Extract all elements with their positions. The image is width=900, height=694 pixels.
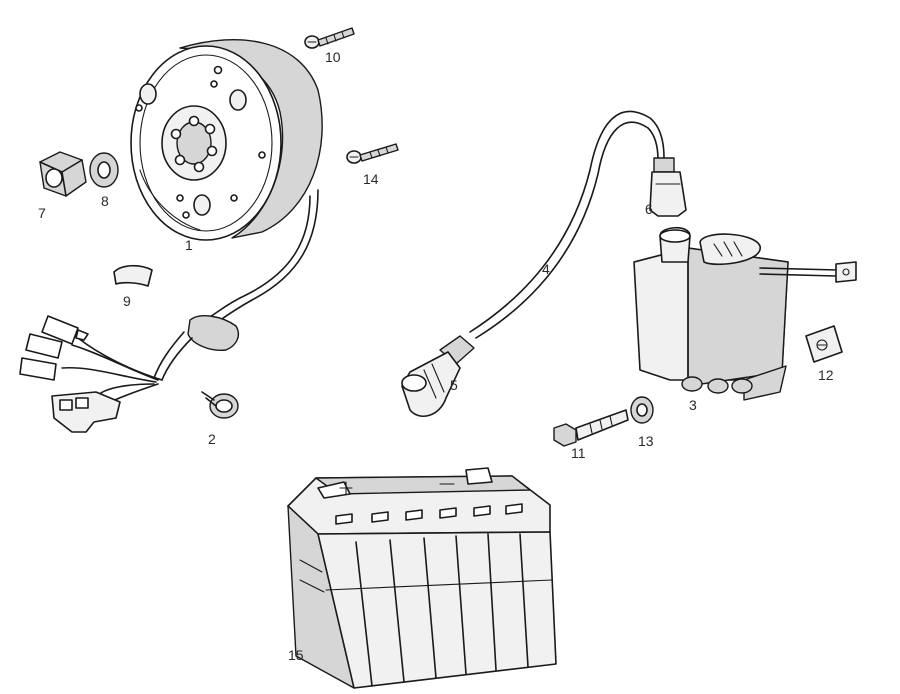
callout-6: 6 [645, 201, 653, 217]
screw-top [304, 27, 355, 49]
callout-9: 9 [123, 293, 131, 309]
callout-15: 15 [288, 647, 304, 663]
nut [39, 151, 87, 197]
clamp [201, 391, 239, 419]
clip [805, 325, 843, 363]
hv-cable [469, 110, 665, 339]
flywheel [130, 39, 323, 241]
callout-11: 11 [571, 445, 586, 461]
battery [287, 467, 557, 689]
callout-8: 8 [101, 193, 109, 209]
key [113, 264, 153, 287]
washer-small [630, 396, 654, 424]
washer [89, 152, 119, 188]
spark-plug-cap [401, 335, 475, 418]
callout-10: 10 [325, 49, 341, 65]
wiring-harness [19, 189, 319, 433]
cable-boot [649, 157, 687, 217]
callout-3: 3 [689, 397, 697, 413]
callout-14: 14 [363, 171, 379, 187]
callout-1: 1 [185, 237, 193, 253]
callout-4: 4 [542, 261, 550, 277]
callouts: 1 2 3 4 5 6 7 8 9 10 11 12 13 14 15 [38, 49, 834, 663]
bolt [553, 409, 629, 447]
screw-mid [346, 143, 399, 164]
callout-7: 7 [38, 205, 46, 221]
callout-12: 12 [818, 367, 834, 383]
cdi-unit [633, 226, 857, 401]
callout-2: 2 [208, 431, 216, 447]
callout-5: 5 [450, 377, 458, 393]
callout-13: 13 [638, 433, 654, 449]
